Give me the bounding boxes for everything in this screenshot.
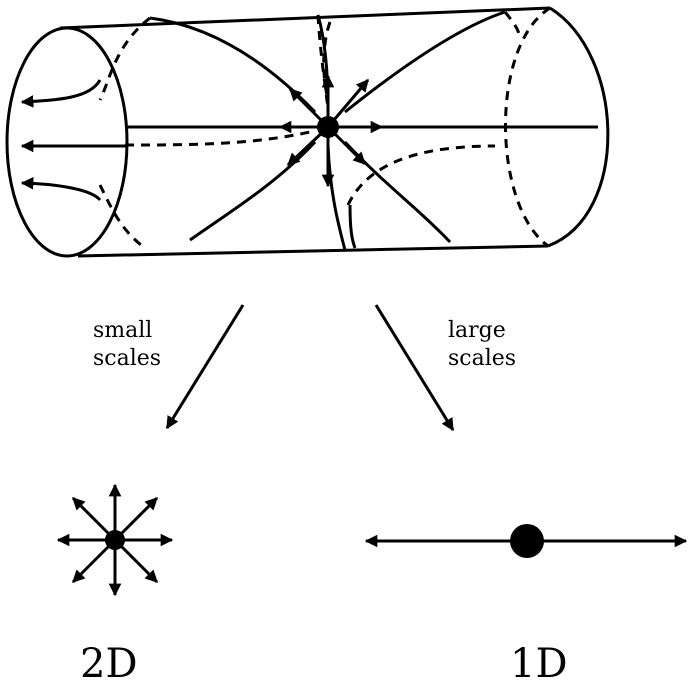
source-1d-point	[510, 524, 544, 558]
small-scales-label-line2: scales	[93, 345, 161, 373]
arrow-large-scales	[376, 305, 453, 430]
cylinder-left-end	[7, 28, 127, 256]
large-scales-label-line1: large	[448, 317, 516, 345]
large-scales-label-line2: scales	[448, 345, 516, 373]
field-line-back-mid	[125, 132, 310, 145]
field-line-front-right-lower	[345, 142, 450, 242]
large-scales-label: large scales	[448, 317, 516, 373]
small-scales-label-line1: small	[93, 317, 161, 345]
field-line-front-right-arc	[350, 205, 355, 248]
arrow-small-scales	[167, 305, 243, 428]
result-2d-label: 2D	[80, 642, 138, 686]
result-1d-label: 1D	[510, 642, 568, 686]
small-scales-label: small scales	[93, 317, 161, 373]
field-line-front-right-upper	[345, 12, 505, 112]
exit-arrow-lower	[22, 183, 100, 200]
cylinder-bottom-edge	[78, 246, 548, 256]
field-line-back-right-lower	[348, 146, 495, 205]
field-line-back-left-lower	[100, 185, 145, 248]
exit-arrow-upper	[22, 80, 100, 102]
source-point	[317, 116, 339, 138]
source-2d-point	[105, 530, 125, 550]
field-line-front-left-upper	[150, 18, 315, 112]
field-line-front-vertical-lower	[328, 146, 345, 250]
cylinder	[7, 8, 608, 256]
field-line-back-right-upper	[505, 12, 519, 38]
left-end-arrows	[22, 80, 128, 200]
